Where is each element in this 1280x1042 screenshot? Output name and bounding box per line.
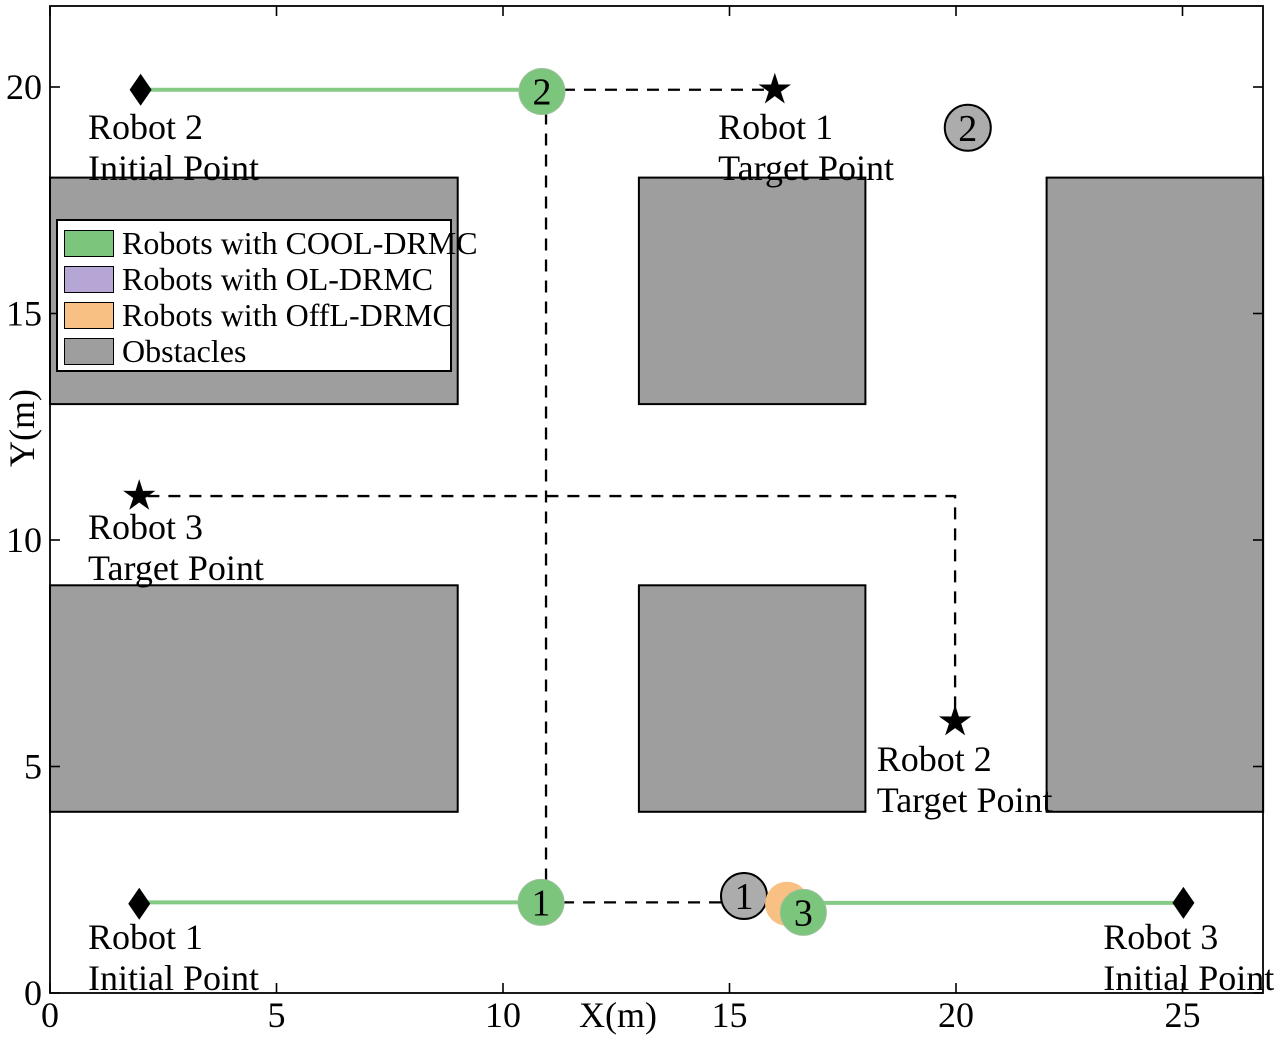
y-tick-label: 10 <box>6 520 42 560</box>
annotation-robot-3-target-point: Robot 3 Target Point <box>88 507 264 589</box>
legend-entry-offl-drmc: Robots with OffL-DRMC <box>64 297 454 333</box>
y-tick-label: 0 <box>24 973 42 1013</box>
annotation-line: Robot 3 <box>88 506 204 547</box>
legend-swatch-green <box>64 229 114 257</box>
dynamic-obstacle-circle-2 <box>943 103 992 152</box>
annotation-line: Target Point <box>876 780 1053 821</box>
legend-label: Obstacles <box>122 333 247 369</box>
robot-number: 3 <box>794 892 813 934</box>
legend-swatch-gray <box>64 337 114 365</box>
x-tick-label: 25 <box>1165 995 1201 1035</box>
annotation-robot-1-target-point: Robot 1 Target Point <box>718 107 894 189</box>
initial-point-diamond <box>128 887 151 920</box>
target-point-star <box>758 72 791 104</box>
obstacle-rect <box>637 584 867 813</box>
y-tick-label: 20 <box>6 67 42 107</box>
obstacle-rect <box>637 176 867 406</box>
annotation-robot-2-initial-point: Robot 2 Initial Point <box>88 107 259 189</box>
legend-entry-obstacles: Obstacles <box>64 333 450 369</box>
annotation-line: Robot 2 <box>876 739 992 780</box>
dynamic-obstacle-number: 1 <box>734 876 753 918</box>
annotation-robot-2-target-point: Robot 2 Target Point <box>877 739 1053 821</box>
annotation-robot-1-initial-point: Robot 1 Initial Point <box>88 917 259 999</box>
y-tick-label: 5 <box>24 747 42 787</box>
annotation-line: Robot 1 <box>88 916 204 957</box>
initial-point-diamond <box>129 73 152 106</box>
target-point-star <box>938 704 972 736</box>
x-tick-label: 0 <box>41 995 59 1035</box>
legend-label: Robots with OL-DRMC <box>122 261 434 297</box>
x-tick-label: 20 <box>938 995 974 1035</box>
robot-number: 2 <box>532 72 551 114</box>
robot-cool-drmc-2 <box>518 68 566 116</box>
x-tick-label: 15 <box>712 995 748 1035</box>
initial-point-diamond <box>1172 886 1195 919</box>
y-axis-label: Y(m) <box>2 389 42 467</box>
annotation-line: Initial Point <box>1103 957 1275 998</box>
legend-entry-cool-drmc: Robots with COOL-DRMC <box>64 225 478 261</box>
legend-entry-ol-drmc: Robots with OL-DRMC <box>64 261 450 297</box>
planned-path-dashed <box>147 494 957 710</box>
robot-cool-drmc-1 <box>517 878 565 926</box>
legend: Robots with COOL-DRMC Robots with OL-DRM… <box>56 219 478 372</box>
plot-border <box>49 5 1264 994</box>
annotation-line: Robot 2 <box>88 107 204 148</box>
x-axis-label: X(m) <box>579 995 657 1035</box>
legend-swatch-orange <box>64 301 114 329</box>
legend-swatch-purple <box>64 265 114 293</box>
annotation-line: Initial Point <box>88 148 260 189</box>
annotation-line: Initial Point <box>88 957 260 998</box>
robot-cool-drmc-3 <box>779 888 827 936</box>
target-point-star <box>123 479 156 510</box>
legend-label: Robots with COOL-DRMC <box>122 225 478 261</box>
x-tick-label: 5 <box>268 995 286 1035</box>
legend-label: Robots with OffL-DRMC <box>122 297 454 333</box>
annotation-line: Target Point <box>718 148 894 189</box>
y-tick-label: 15 <box>6 294 42 334</box>
annotation-line: Robot 1 <box>718 107 834 148</box>
obstacle-rect <box>49 584 459 813</box>
x-tick-label: 10 <box>485 995 521 1035</box>
robot-number: 1 <box>532 882 551 924</box>
annotation-line: Target Point <box>88 547 264 588</box>
obstacle-rect <box>1045 176 1265 813</box>
annotation-line: Robot 3 <box>1103 916 1219 957</box>
annotation-robot-3-initial-point: Robot 3 Initial Point <box>1103 917 1274 999</box>
dynamic-obstacle-number: 2 <box>958 108 977 150</box>
